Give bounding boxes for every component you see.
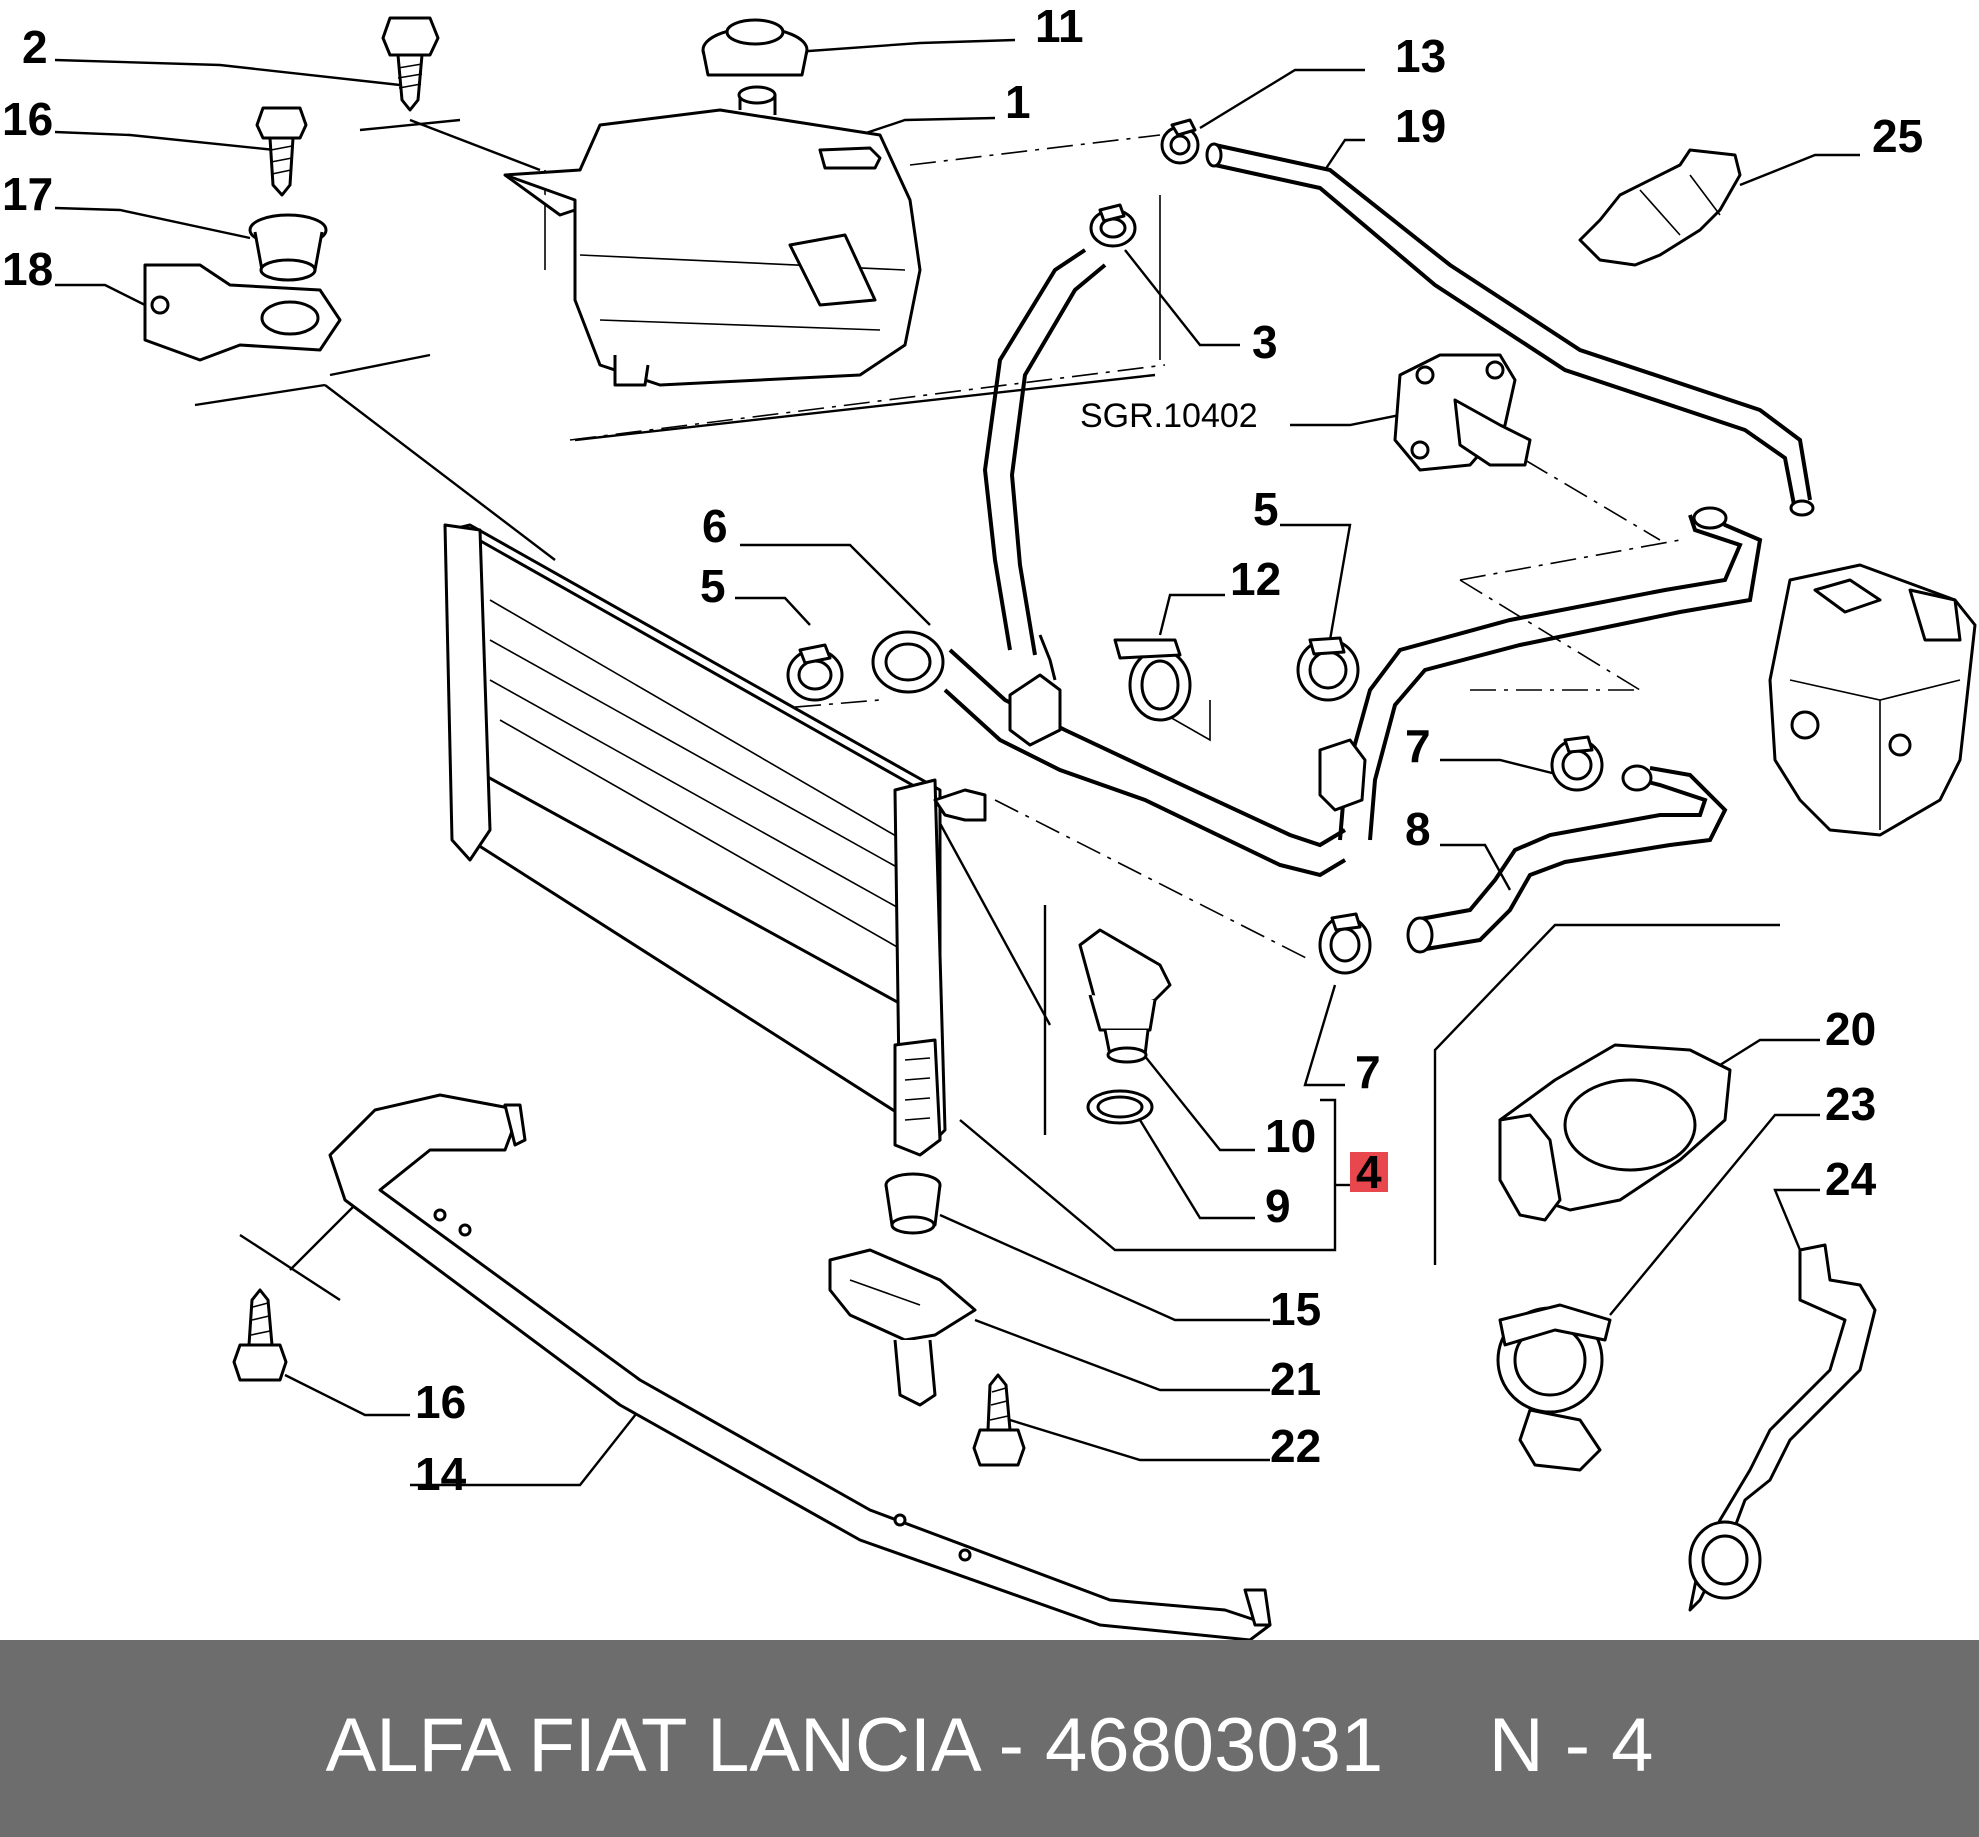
clamp-part-5-left	[786, 643, 844, 702]
label-sgr-10402: SGR.10402	[1080, 397, 1258, 435]
bracket-part-24	[1688, 1243, 1877, 1612]
label-25: 25	[1872, 110, 1923, 162]
crossmember-part-14	[328, 1093, 1272, 1640]
upper-hose	[982, 248, 1107, 656]
label-2: 2	[22, 21, 48, 73]
clamp-part-7-lower	[1318, 912, 1372, 975]
footer-bar: ALFA FIAT LANCIA - 46803031 N - 4	[0, 1640, 1979, 1837]
label-23: 23	[1825, 1078, 1876, 1130]
thermostat-housing	[1393, 353, 1532, 472]
cover-part-20	[1498, 1043, 1732, 1222]
label-7-upper: 7	[1405, 720, 1431, 772]
label-15: 15	[1270, 1283, 1321, 1335]
clamp-part-12	[1113, 638, 1192, 722]
clamp-part-7-upper	[1550, 735, 1604, 792]
engine-block	[1768, 563, 1977, 837]
grommet-part-15	[884, 1172, 942, 1235]
expansion-tank-part-1	[503, 85, 922, 387]
label-14: 14	[415, 1448, 467, 1500]
o-ring-part-9	[1086, 1089, 1154, 1125]
bracket-part-18	[143, 263, 342, 362]
footer-title: ALFA FIAT LANCIA - 46803031 N - 4	[325, 1703, 1654, 1788]
label-17: 17	[2, 168, 53, 220]
parts-diagram: 2 16 17 18 11 1 13 19 25 3 SGR.10402 6 5…	[2, 0, 1977, 1640]
label-5-left: 5	[700, 560, 726, 612]
label-16-top: 16	[2, 93, 53, 145]
label-11: 11	[1035, 0, 1084, 52]
label-4-highlight	[1350, 1152, 1388, 1192]
radiator	[443, 523, 987, 1157]
hose-part-19	[1205, 142, 1815, 517]
upper-return-pipe	[1318, 506, 1763, 841]
clamp-part-13	[1160, 118, 1200, 165]
cap-part-11	[701, 18, 809, 77]
label-19: 19	[1395, 100, 1446, 152]
label-10: 10	[1265, 1110, 1316, 1162]
label-13: 13	[1395, 30, 1446, 82]
bracket-part-25	[1578, 148, 1742, 267]
label-22: 22	[1270, 1420, 1321, 1472]
label-9: 9	[1265, 1180, 1291, 1232]
hose-part-8	[1406, 764, 1728, 954]
label-24: 24	[1825, 1153, 1877, 1205]
coolant-pipe-part-6	[871, 630, 1347, 878]
label-18: 18	[2, 243, 53, 295]
bolt-part-22	[972, 1373, 1026, 1467]
label-5-right: 5	[1253, 483, 1279, 535]
clamp-bracket-part-23	[1496, 1303, 1612, 1472]
bracket-part-21	[828, 1248, 977, 1407]
clamp-part-5-right	[1296, 636, 1360, 702]
label-21: 21	[1270, 1353, 1321, 1405]
bolt-part-16-top	[255, 106, 308, 197]
filler-cap-part-10	[1078, 928, 1172, 1064]
label-8: 8	[1405, 803, 1431, 855]
clamp-part-3	[1089, 203, 1137, 248]
part-labels: 2 16 17 18 11 1 13 19 25 3 SGR.10402 6 5…	[2, 0, 1923, 1500]
label-12: 12	[1230, 553, 1281, 605]
label-3: 3	[1252, 316, 1278, 368]
leader-lines	[54, 38, 1860, 1487]
grommet-part-17	[248, 213, 328, 282]
screw-part-2	[381, 16, 440, 112]
label-7-lower: 7	[1355, 1046, 1381, 1098]
label-20: 20	[1825, 1003, 1876, 1055]
label-1: 1	[1005, 76, 1031, 128]
label-6: 6	[702, 500, 728, 552]
bolt-part-16-bottom	[232, 1288, 288, 1382]
label-16-bottom: 16	[415, 1376, 466, 1428]
center-lines	[519, 134, 1681, 961]
label-4: 4	[1356, 1146, 1382, 1198]
